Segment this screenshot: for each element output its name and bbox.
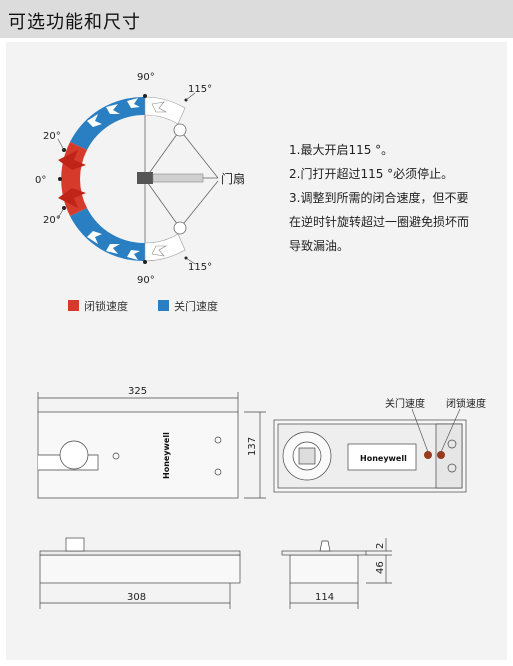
label-door-leaf: 门扇: [221, 171, 245, 186]
top-view-pivot-hole: [59, 440, 89, 470]
latching-speed-arc: [70, 96, 145, 150]
note-line: 导致漏油。: [289, 239, 350, 253]
label-115-bottom: 115°: [188, 262, 212, 273]
leader-115-bottom: [185, 257, 196, 265]
hinge-circle-upper: [173, 123, 187, 137]
legend-item-closing: 闭锁速度: [68, 298, 128, 314]
door-closing-speed-swatch: [158, 300, 169, 311]
door-speed-valve: [424, 451, 432, 459]
mount-hole: [214, 468, 222, 476]
legend-item-door-closing: 关门速度: [158, 298, 218, 314]
legend-door-closing-label: 关门速度: [174, 300, 218, 313]
arc-arrow-marks: [87, 98, 140, 260]
leader-115-top: [185, 92, 196, 101]
label-20-lower: 20°: [43, 215, 61, 226]
red-arrow-marks: [58, 150, 86, 208]
dim-46: 46: [375, 561, 386, 574]
section-title: 可选功能和尺寸: [8, 12, 141, 33]
leader-20-top: [57, 138, 65, 151]
dim-2: 2: [375, 543, 386, 549]
label-115-top: 115°: [188, 84, 212, 95]
brand-plate: [347, 443, 417, 471]
dim-308: 308: [127, 592, 146, 603]
outline-arrow-marks: [151, 101, 168, 257]
label-latch-speed-valve: 闭锁速度: [446, 397, 486, 410]
brand-mark-internal: Honeywell: [360, 454, 407, 463]
note-line: 1.最大开启115 °。: [289, 143, 394, 157]
label-20-upper: 20°: [43, 131, 61, 142]
front-view-spindle: [65, 537, 85, 552]
hinge-circle-lower: [173, 221, 187, 235]
note-line: 3.调整到所需的闭合速度，但不要: [289, 191, 469, 205]
side-view-body: [289, 554, 359, 584]
dim-114: 114: [315, 592, 334, 603]
legend-closing-label: 闭锁速度: [84, 300, 128, 313]
label-90-top: 90°: [137, 72, 155, 83]
section-header: 可选功能和尺寸: [0, 0, 513, 38]
latch-speed-valve: [437, 451, 445, 459]
note-line: 2.门打开超过115 °必须停止。: [289, 167, 454, 181]
note-line: 在逆时针旋转超过一圈避免损坏而: [289, 215, 470, 229]
angle-marker-dots: [58, 94, 188, 264]
front-view-body: [39, 554, 241, 584]
dim-137: 137: [247, 437, 258, 456]
dim-325: 325: [128, 386, 147, 397]
side-view-spindle: [319, 540, 331, 552]
leader-20-bottom: [57, 207, 65, 219]
door-leaf-lines: [144, 97, 219, 261]
label-door-speed-valve: 关门速度: [385, 397, 425, 410]
mount-hole: [214, 436, 222, 444]
mount-hole: [112, 452, 120, 460]
label-0: 0°: [35, 175, 46, 186]
usage-notes: 1.最大开启115 °。 2.门打开超过115 °必须停止。 3.调整到所需的闭…: [289, 138, 499, 258]
latching-speed-arc-lower: [70, 208, 145, 262]
closing-speed-swatch: [68, 300, 79, 311]
brand-mark-top: Honeywell: [162, 432, 171, 479]
pivot-block: [137, 172, 153, 184]
label-90-bottom: 90°: [137, 275, 155, 286]
